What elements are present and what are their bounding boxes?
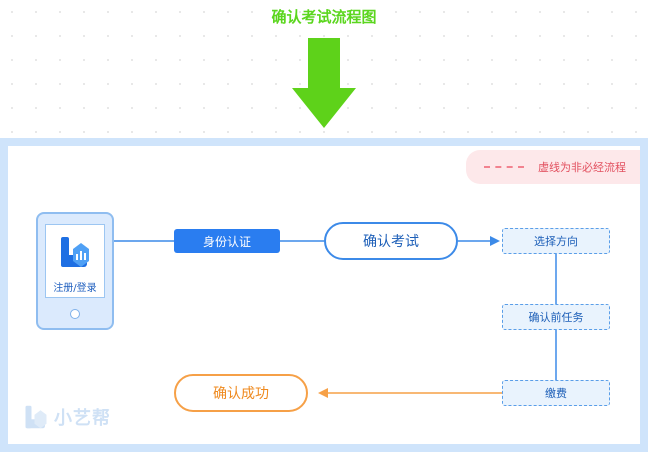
dashed-line-sample	[484, 166, 524, 168]
node-payment: 缴费	[502, 380, 610, 406]
diagram-title: 确认考试流程图	[271, 8, 377, 26]
connector-lines	[114, 236, 557, 398]
legend-text: 虚线为非必经流程	[538, 161, 626, 174]
watermark: 小艺帮	[24, 404, 111, 430]
down-arrow-icon	[292, 38, 356, 128]
register-login-label: 注册/登录	[53, 283, 97, 294]
node-identity-verification: 身份认证	[174, 229, 280, 253]
node-confirm-success: 确认成功	[174, 374, 308, 412]
watermark-logo-icon	[25, 405, 47, 429]
node-pre-confirm-tasks: 确认前任务	[502, 304, 610, 330]
phone-home-button	[70, 309, 80, 319]
node-choose-direction: 选择方向	[502, 228, 610, 254]
legend: 虚线为非必经流程	[466, 150, 640, 184]
phone-screen: 注册/登录	[45, 224, 105, 298]
phone-node: 注册/登录	[36, 212, 114, 330]
node-confirm-exam: 确认考试	[324, 222, 458, 260]
app-logo-icon	[61, 237, 89, 267]
flowchart-frame: 虚线为非必经流程 注册/登录 身份认证 确认考试 选择方向 确认前任务 缴费 确…	[0, 138, 648, 452]
flowchart-canvas: 虚线为非必经流程 注册/登录 身份认证 确认考试 选择方向 确认前任务 缴费 确…	[8, 146, 640, 444]
watermark-text: 小艺帮	[54, 408, 111, 429]
